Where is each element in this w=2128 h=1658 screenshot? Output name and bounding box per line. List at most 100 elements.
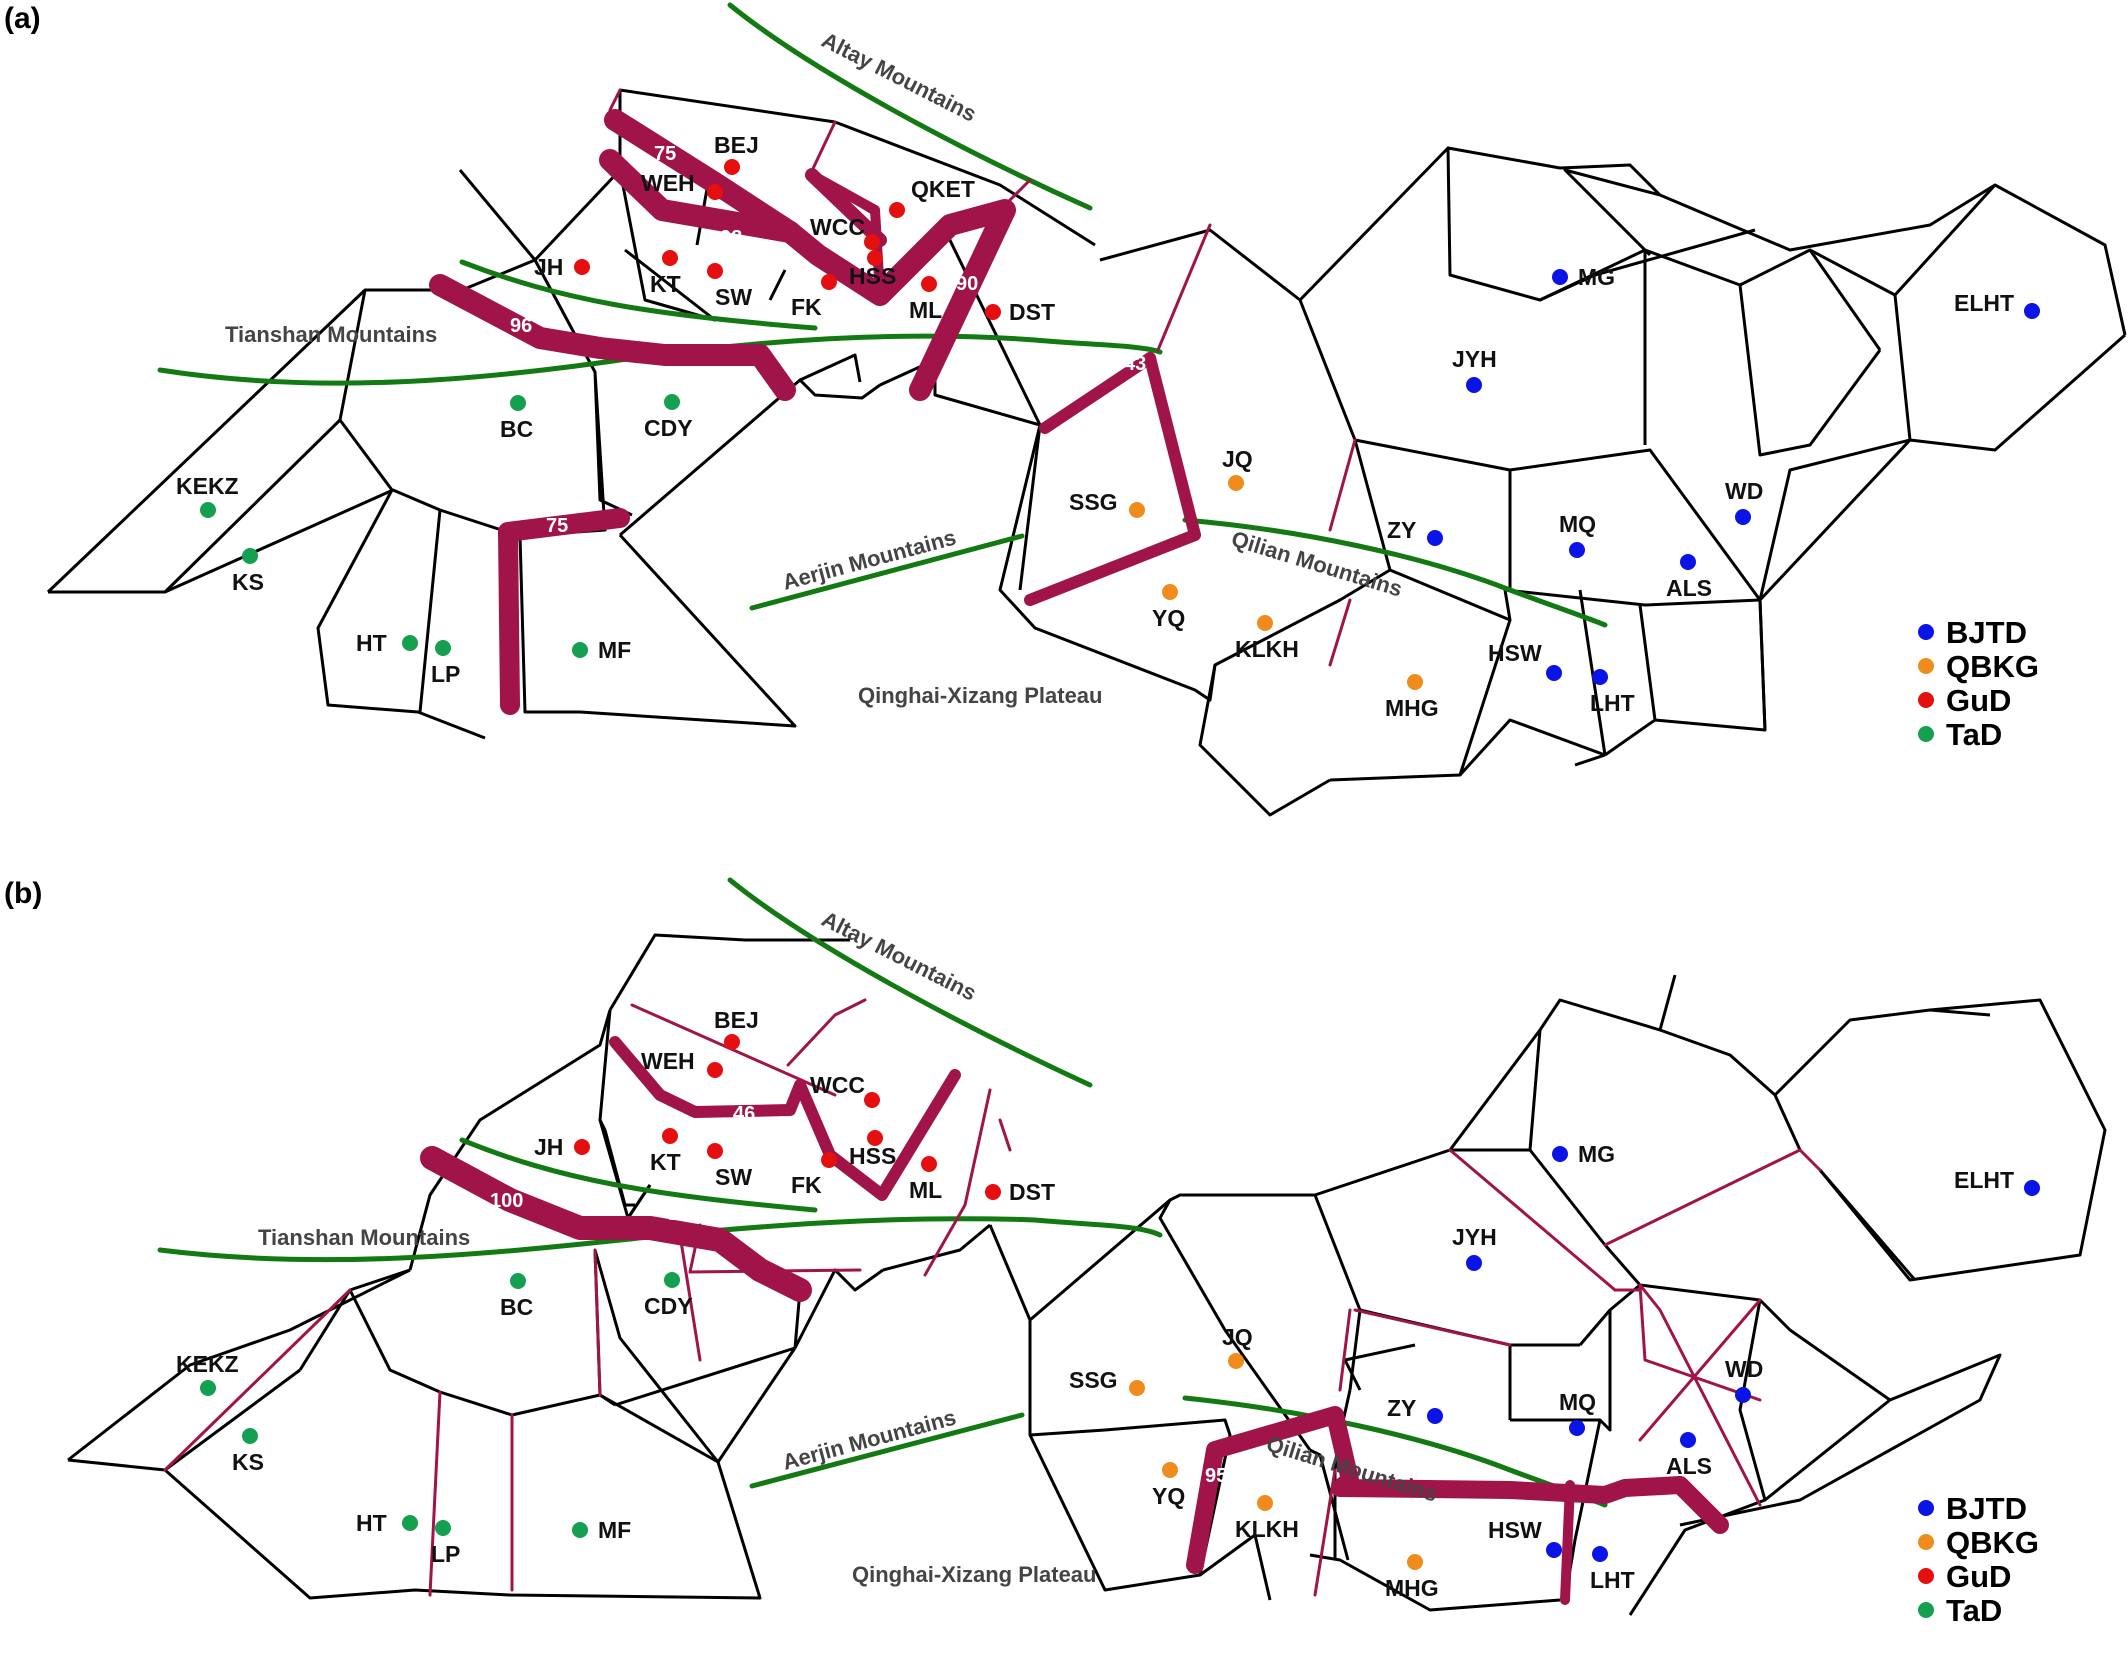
site-marker-jyh <box>1466 377 1482 393</box>
site-label-lht: LHT <box>1590 1567 1635 1593</box>
legend-label-gud: GuD <box>1946 683 2011 718</box>
site-label-mg: MG <box>1578 1141 1615 1167</box>
site-label-bc: BC <box>500 1294 533 1320</box>
site-label-lp: LP <box>431 661 460 687</box>
site-label-ssg: SSG <box>1069 1367 1118 1393</box>
site-label-klkh: KLKH <box>1235 636 1299 662</box>
site-marker-klkh <box>1257 615 1273 631</box>
plateau-label: Qinghai-Xizang Plateau <box>852 1562 1096 1587</box>
aerjin-mountain-line <box>749 533 1025 611</box>
tianshan-mountain-line <box>157 1216 1163 1263</box>
site-marker-bej <box>724 159 740 175</box>
legend-label-gud: GuD <box>1946 1559 2011 1594</box>
site-label-weh: WEH <box>641 1048 695 1074</box>
site-label-wcc: WCC <box>810 1072 865 1098</box>
site-label-klkh: KLKH <box>1235 1516 1299 1542</box>
site-marker-sw <box>707 1143 723 1159</box>
site-marker-zy <box>1427 530 1443 546</box>
site-label-fk: FK <box>791 294 822 320</box>
site-marker-hss <box>867 250 883 266</box>
plateau-label: Qinghai-Xizang Plateau <box>858 683 1102 708</box>
panel-a-label: (a) <box>4 2 41 35</box>
legend-marker-bjtd <box>1918 624 1934 640</box>
site-marker-jq <box>1228 1353 1244 1369</box>
tianshan-mountain-line-north <box>459 1137 818 1213</box>
legend-marker-gud <box>1918 692 1934 708</box>
site-label-dst: DST <box>1009 299 1055 325</box>
legend-label-tad: TaD <box>1946 1593 2002 1628</box>
site-marker-ks <box>242 548 258 564</box>
site-label-kt: KT <box>650 271 681 297</box>
legend-marker-qbkg <box>1918 658 1934 674</box>
site-marker-hsw <box>1546 665 1562 681</box>
site-marker-cdy <box>664 394 680 410</box>
site-marker-als <box>1680 554 1696 570</box>
qilian-mountain-line <box>1182 517 1608 628</box>
site-marker-kekz <box>200 1380 216 1396</box>
site-label-ht: HT <box>356 1510 387 1536</box>
site-label-yq: YQ <box>1152 1483 1185 1509</box>
site-label-jh: JH <box>534 1134 563 1160</box>
site-label-wd: WD <box>1725 478 1763 504</box>
barrier-value-label: 100 <box>490 1190 523 1212</box>
site-marker-kt <box>662 250 678 266</box>
site-label-yq: YQ <box>1152 605 1185 631</box>
site-marker-bej <box>724 1034 740 1050</box>
site-marker-mq <box>1569 542 1585 558</box>
legend-marker-qbkg <box>1918 1534 1934 1550</box>
panel-a: (a) <box>4 2 2127 817</box>
barrier-value-label: 98 <box>720 227 742 249</box>
site-marker-weh <box>707 1062 723 1078</box>
site-marker-yq <box>1162 584 1178 600</box>
tianshan-label: Tianshan Mountains <box>225 322 437 347</box>
mountain-ranges <box>157 877 1608 1508</box>
site-label-ml: ML <box>909 1177 942 1203</box>
barrier-values: 75 98 96 90 75 43 <box>510 143 1146 537</box>
site-marker-ml <box>921 1156 937 1172</box>
site-label-zy: ZY <box>1387 1395 1416 1421</box>
site-marker-ht <box>402 635 418 651</box>
site-label-sw: SW <box>715 284 752 310</box>
site-label-weh: WEH <box>641 170 695 196</box>
site-marker-ml <box>921 276 937 292</box>
site-marker-jyh <box>1466 1255 1482 1271</box>
tianshan-label: Tianshan Mountains <box>258 1225 470 1250</box>
legend-marker-bjtd <box>1918 1500 1934 1516</box>
barrier-value-label: 96 <box>510 315 532 337</box>
site-marker-zy <box>1427 1408 1443 1424</box>
site-label-kekz: KEKZ <box>176 1351 239 1377</box>
site-label-elht: ELHT <box>1954 290 2014 316</box>
site-label-kt: KT <box>650 1149 681 1175</box>
site-marker-kt <box>662 1128 678 1144</box>
barrier-value-label: 75 <box>546 515 568 537</box>
site-label-wd: WD <box>1725 1356 1763 1382</box>
site-marker-mf <box>572 1522 588 1538</box>
site-label-mq: MQ <box>1559 511 1596 537</box>
site-label-qket: QKET <box>911 176 975 202</box>
site-label-mf: MF <box>598 1517 631 1543</box>
site-marker-mhg <box>1407 674 1423 690</box>
site-marker-sw <box>707 263 723 279</box>
site-label-dst: DST <box>1009 1179 1055 1205</box>
site-label-ht: HT <box>356 630 387 656</box>
site-label-hsw: HSW <box>1488 640 1542 666</box>
site-marker-bc <box>510 395 526 411</box>
site-marker-kekz <box>200 502 216 518</box>
site-label-jh: JH <box>534 254 563 280</box>
site-marker-qket <box>889 202 905 218</box>
legend-label-qbkg: QBKG <box>1946 1525 2039 1560</box>
site-label-jyh: JYH <box>1452 346 1497 372</box>
site-marker-jq <box>1228 475 1244 491</box>
tianshan-mountain-line-north <box>459 259 818 331</box>
site-label-wcc: WCC <box>810 214 865 240</box>
region-labels: Tianshan Mountains Altay Mountains Aerji… <box>225 27 1405 708</box>
site-label-ssg: SSG <box>1069 489 1118 515</box>
site-marker-weh <box>707 184 723 200</box>
site-marker-fk <box>821 274 837 290</box>
panel-b-label: (b) <box>4 877 42 910</box>
legend-marker-gud <box>1918 1568 1934 1584</box>
altay-mountain-line <box>727 2 1093 211</box>
